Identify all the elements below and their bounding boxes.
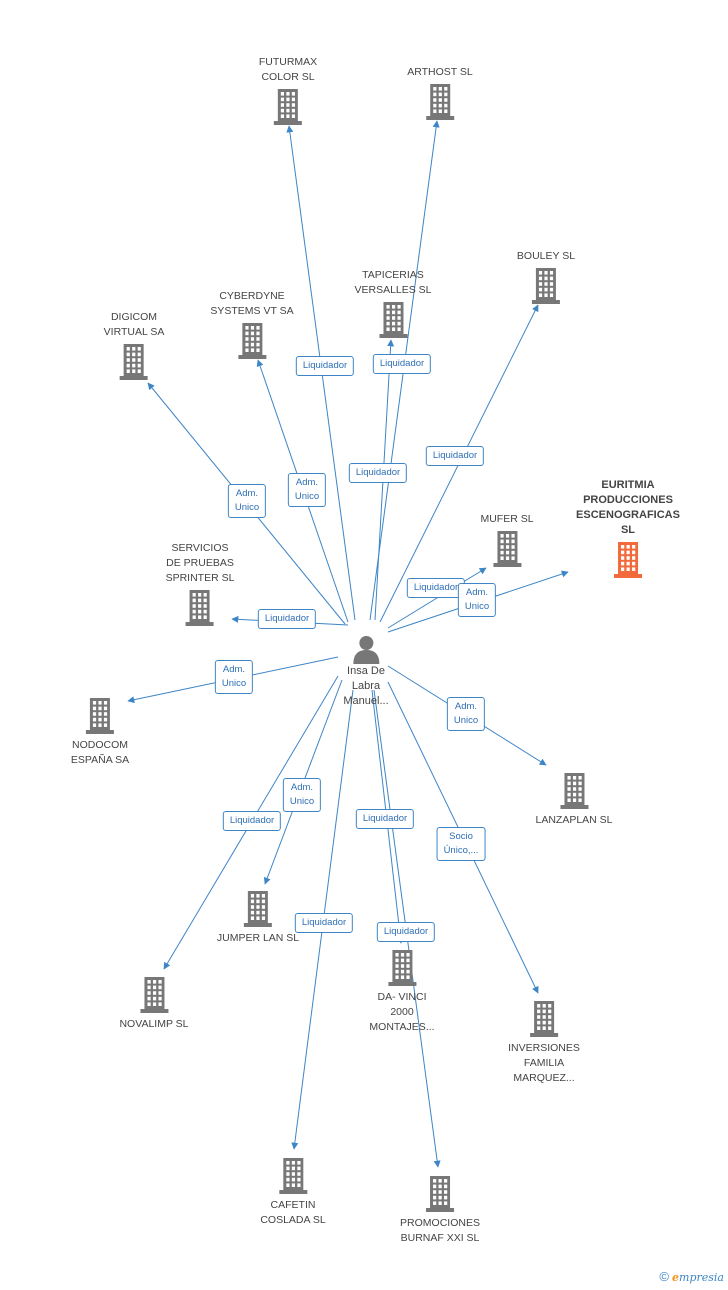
- brand-logo-text: mpresia: [679, 1271, 724, 1284]
- edge-label-futurmax[interactable]: Liquidador: [295, 356, 355, 376]
- company-node-jumper[interactable]: JUMPER LAN SL: [217, 891, 299, 946]
- edge-label-promociones[interactable]: Liquidador: [376, 922, 436, 942]
- building-icon: [426, 1176, 454, 1212]
- company-node-cafetin[interactable]: CAFETIN COSLADA SL: [260, 1158, 326, 1228]
- company-name: MUFER SL: [480, 513, 534, 525]
- company-node-mufer[interactable]: MUFER SL: [480, 512, 534, 567]
- company-node-servicios[interactable]: SERVICIOS DE PRUEBAS SPRINTER SL: [165, 541, 235, 626]
- company-name: TAPICERIAS VERSALLES SL: [354, 269, 432, 296]
- building-icon: [426, 84, 454, 120]
- company-name: LANZAPLAN SL: [535, 814, 613, 826]
- building-icon: [244, 891, 272, 927]
- edge-label-lanzaplan[interactable]: Adm. Unico: [446, 697, 486, 731]
- company-node-futurmax[interactable]: FUTURMAX COLOR SL: [259, 55, 317, 125]
- edge-label-tapicerias[interactable]: Liquidador: [348, 463, 408, 483]
- building-icon: [119, 344, 148, 380]
- building-icon: [85, 698, 114, 734]
- building-icon: [274, 89, 302, 125]
- company-name: ARTHOST SL: [407, 66, 473, 78]
- building-icon: [140, 977, 168, 1013]
- company-node-novalimp[interactable]: NOVALIMP SL: [119, 977, 189, 1032]
- center-person-node[interactable]: Insa De Labra Manuel...: [343, 634, 389, 709]
- company-name: NOVALIMP SL: [119, 1018, 189, 1030]
- edge-label-bouley[interactable]: Liquidador: [425, 446, 485, 466]
- company-name: SERVICIOS DE PRUEBAS SPRINTER SL: [165, 542, 235, 584]
- company-node-euritmia[interactable]: EURITMIA PRODUCCIONES ESCENOGRAFICAS SL: [576, 478, 680, 578]
- person-icon: [353, 636, 379, 664]
- building-icon: [559, 773, 588, 809]
- company-node-arthost[interactable]: ARTHOST SL: [407, 65, 473, 120]
- company-node-davinci[interactable]: DA- VINCI 2000 MONTAJES...: [369, 950, 435, 1035]
- company-name: CAFETIN COSLADA SL: [260, 1199, 326, 1226]
- company-node-inversiones[interactable]: INVERSIONES FAMILIA MARQUEZ...: [508, 1001, 580, 1086]
- company-name: PROMOCIONES BURNAF XXI SL: [400, 1217, 480, 1244]
- company-name: JUMPER LAN SL: [216, 932, 300, 944]
- company-node-digicom[interactable]: DIGICOM VIRTUAL SA: [103, 310, 165, 380]
- building-icon: [614, 542, 642, 578]
- copyright-symbol: ©: [659, 1269, 669, 1284]
- company-name: BOULEY SL: [516, 250, 576, 262]
- company-name: CYBERDYNE SYSTEMS VT SA: [210, 290, 294, 317]
- company-node-nodocom[interactable]: NODOCOM ESPAÑA SA: [71, 698, 129, 768]
- edge-label-cyberdyne[interactable]: Adm. Unico: [287, 473, 327, 507]
- building-icon: [530, 1001, 558, 1037]
- edge-label-digicom[interactable]: Adm. Unico: [227, 484, 267, 518]
- company-node-bouley[interactable]: BOULEY SL: [517, 249, 575, 304]
- edge-label-davinci[interactable]: Liquidador: [355, 809, 415, 829]
- building-icon: [238, 323, 266, 359]
- company-node-promociones[interactable]: PROMOCIONES BURNAF XXI SL: [400, 1176, 480, 1246]
- edge-label-nodocom[interactable]: Adm. Unico: [214, 660, 254, 694]
- building-icon: [388, 950, 416, 986]
- edge-to-mufer: [387, 567, 487, 629]
- edge-label-servicios[interactable]: Liquidador: [257, 609, 317, 629]
- edge-label-arthost[interactable]: Liquidador: [372, 354, 432, 374]
- footer-brand[interactable]: © empresia: [659, 1269, 724, 1284]
- edge-label-novalimp[interactable]: Liquidador: [222, 811, 282, 831]
- company-node-lanzaplan[interactable]: LANZAPLAN SL: [535, 773, 613, 828]
- edge-label-cafetin[interactable]: Liquidador: [294, 913, 354, 933]
- building-icon: [531, 268, 560, 304]
- center-person-name: Insa De Labra Manuel...: [343, 665, 389, 707]
- edge-label-inversiones[interactable]: Socio Único,...: [436, 827, 486, 861]
- building-icon: [378, 302, 407, 338]
- edge-label-mufer[interactable]: Liquidador: [406, 578, 466, 598]
- company-name: NODOCOM ESPAÑA SA: [70, 739, 130, 766]
- edge-label-euritmia[interactable]: Adm. Unico: [457, 583, 497, 617]
- brand-logo-e: e: [672, 1271, 680, 1284]
- building-icon: [279, 1158, 307, 1194]
- company-name: INVERSIONES FAMILIA MARQUEZ...: [508, 1042, 580, 1084]
- company-name: DA- VINCI 2000 MONTAJES...: [369, 991, 435, 1033]
- company-name: DIGICOM VIRTUAL SA: [103, 311, 165, 338]
- company-name: EURITMIA PRODUCCIONES ESCENOGRAFICAS SL: [576, 479, 680, 536]
- company-node-tapicerias[interactable]: TAPICERIAS VERSALLES SL: [354, 268, 432, 338]
- company-node-cyberdyne[interactable]: CYBERDYNE SYSTEMS VT SA: [210, 289, 294, 359]
- company-name: FUTURMAX COLOR SL: [258, 56, 318, 83]
- edge-label-jumper[interactable]: Adm. Unico: [282, 778, 322, 812]
- building-icon: [493, 531, 521, 567]
- building-icon: [185, 590, 214, 626]
